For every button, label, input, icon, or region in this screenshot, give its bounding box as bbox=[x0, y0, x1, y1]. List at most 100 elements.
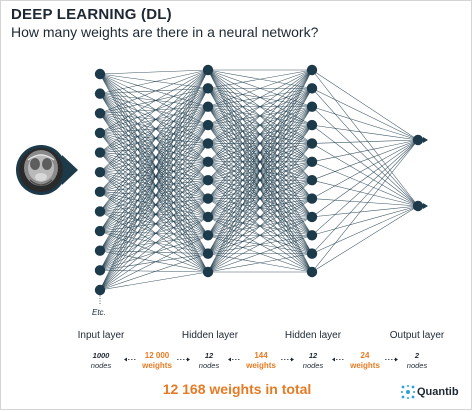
weight-connection bbox=[207, 124, 313, 273]
output-arrow-icon bbox=[423, 203, 428, 209]
hidden2-node bbox=[306, 138, 318, 149]
weight-connection bbox=[99, 143, 209, 251]
weight-connection bbox=[311, 139, 419, 273]
hidden1-node bbox=[202, 101, 214, 112]
output-layer-nodes bbox=[412, 134, 424, 212]
weight-connection bbox=[207, 69, 313, 236]
weight-connection bbox=[99, 191, 209, 199]
weight-connection bbox=[311, 179, 419, 207]
weight-connection bbox=[99, 69, 209, 251]
weight-connection bbox=[99, 179, 209, 251]
weight-connection bbox=[99, 106, 209, 212]
weight-connection bbox=[99, 106, 209, 173]
weight-connection bbox=[207, 106, 313, 273]
input-node bbox=[94, 127, 106, 139]
weight-connection bbox=[99, 171, 209, 254]
input-node bbox=[94, 68, 106, 80]
connection-lines bbox=[99, 69, 419, 291]
weight-connection bbox=[99, 69, 209, 212]
weight-connection bbox=[99, 179, 209, 271]
weight-connection bbox=[99, 152, 209, 163]
double-arrow-icon bbox=[385, 357, 398, 362]
weight-connection bbox=[99, 88, 209, 271]
weight-connection bbox=[99, 216, 209, 232]
weight-connection bbox=[99, 235, 209, 291]
double-arrow-icon bbox=[332, 357, 345, 362]
weight-connection bbox=[311, 139, 419, 181]
weight-connection bbox=[99, 211, 209, 254]
weight-connection bbox=[99, 124, 209, 212]
input-node bbox=[94, 265, 106, 276]
weight-connection bbox=[99, 152, 209, 273]
weight-connection bbox=[99, 161, 209, 251]
weight-connection bbox=[207, 235, 313, 273]
weight-connection bbox=[99, 124, 209, 271]
weight-connection bbox=[99, 161, 209, 212]
weight-connection bbox=[99, 106, 209, 114]
weight-connection bbox=[207, 69, 313, 89]
figure-title: DEEP LEARNING (DL) bbox=[11, 6, 172, 23]
weight-connection bbox=[99, 88, 209, 193]
weight-connection bbox=[99, 132, 209, 181]
weight-connection bbox=[99, 93, 209, 126]
weight-connection bbox=[311, 124, 419, 141]
weight-connection bbox=[99, 171, 209, 218]
weight-connection bbox=[99, 113, 209, 273]
hidden1-node bbox=[202, 156, 214, 168]
weight-connection bbox=[99, 73, 209, 126]
weight-connection bbox=[99, 93, 209, 181]
hidden1-node bbox=[202, 193, 214, 204]
weight-connection bbox=[99, 124, 209, 173]
weight-connection bbox=[207, 69, 313, 199]
weight-connection bbox=[99, 69, 209, 193]
weight-connection bbox=[99, 143, 209, 153]
weight-connection bbox=[207, 69, 313, 254]
hidden2-node bbox=[306, 101, 318, 112]
weight-connection bbox=[99, 152, 209, 218]
weight-connection bbox=[99, 88, 209, 251]
weight-connection bbox=[207, 253, 313, 273]
hidden1-node bbox=[202, 266, 214, 278]
etc-label: Etc. bbox=[92, 308, 106, 317]
weight-connection bbox=[99, 106, 209, 232]
weight-connection bbox=[99, 143, 209, 291]
input-node bbox=[94, 284, 106, 296]
weight-connection bbox=[207, 161, 313, 273]
weight-connection bbox=[99, 179, 209, 291]
weight-connection bbox=[99, 73, 209, 218]
hidden1-node bbox=[202, 64, 214, 76]
weight-connection bbox=[99, 191, 209, 236]
hidden2-node bbox=[306, 119, 318, 131]
weight-connection bbox=[99, 143, 209, 232]
input-node bbox=[94, 88, 106, 99]
hidden2-node bbox=[306, 83, 318, 94]
weight-connection bbox=[99, 235, 209, 271]
input-node bbox=[94, 206, 106, 217]
quantib-logo-icon bbox=[401, 385, 415, 399]
weight-connection bbox=[311, 139, 419, 163]
weight-connection bbox=[99, 113, 209, 144]
weight-connection bbox=[99, 179, 209, 193]
weight-connection bbox=[99, 230, 209, 254]
weight-connection bbox=[99, 132, 209, 163]
weight-connection bbox=[99, 124, 209, 251]
weight-connection bbox=[99, 152, 209, 254]
weight-connection bbox=[99, 191, 209, 218]
weight-connection bbox=[99, 106, 209, 271]
weight-connection bbox=[99, 152, 209, 199]
weight-connection bbox=[99, 106, 209, 291]
weight-connection bbox=[311, 124, 419, 207]
weight-connection bbox=[311, 69, 419, 141]
weight-connection bbox=[99, 171, 209, 273]
weight-connection bbox=[99, 270, 209, 273]
weight-connection bbox=[99, 132, 209, 218]
weight-connection bbox=[99, 93, 209, 273]
weight-connection bbox=[99, 198, 209, 271]
weight-connection bbox=[99, 69, 209, 114]
hidden-layer-1-label: Hidden layer bbox=[181, 330, 239, 341]
weight-connection bbox=[99, 93, 209, 236]
output-layer-label: Output layer bbox=[389, 330, 445, 341]
